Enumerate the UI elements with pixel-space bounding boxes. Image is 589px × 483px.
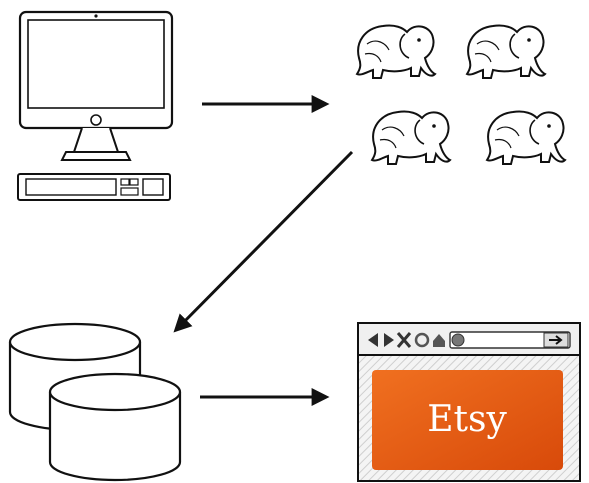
address-bar: [449, 331, 571, 349]
hadoop-elephant-icon: [466, 24, 546, 80]
home-icon: [433, 334, 445, 347]
keyboard-icon: [17, 173, 171, 201]
etsy-logo-button: [372, 370, 563, 470]
hadoop-cluster: [356, 24, 566, 165]
hadoop-elephant-icon: [486, 110, 566, 165]
browser-window-icon: Etsy: [357, 322, 581, 482]
etsy-logo-text: Etsy: [427, 399, 507, 440]
database-cylinder-front: [48, 372, 182, 482]
go-arrow-icon: [549, 335, 563, 345]
back-icon: [368, 333, 378, 347]
desktop-computer-icon: [17, 10, 174, 201]
hadoop-elephant-icon: [371, 110, 451, 165]
forward-icon: [384, 333, 394, 347]
globe-icon: [451, 333, 465, 347]
stop-icon: [396, 332, 412, 348]
database-icon: [8, 322, 182, 482]
reload-icon: [414, 332, 430, 348]
hadoop-elephant-icon: [356, 24, 436, 80]
browser-toolbar: [368, 331, 571, 349]
arrow-cluster-to-database: [173, 150, 354, 333]
